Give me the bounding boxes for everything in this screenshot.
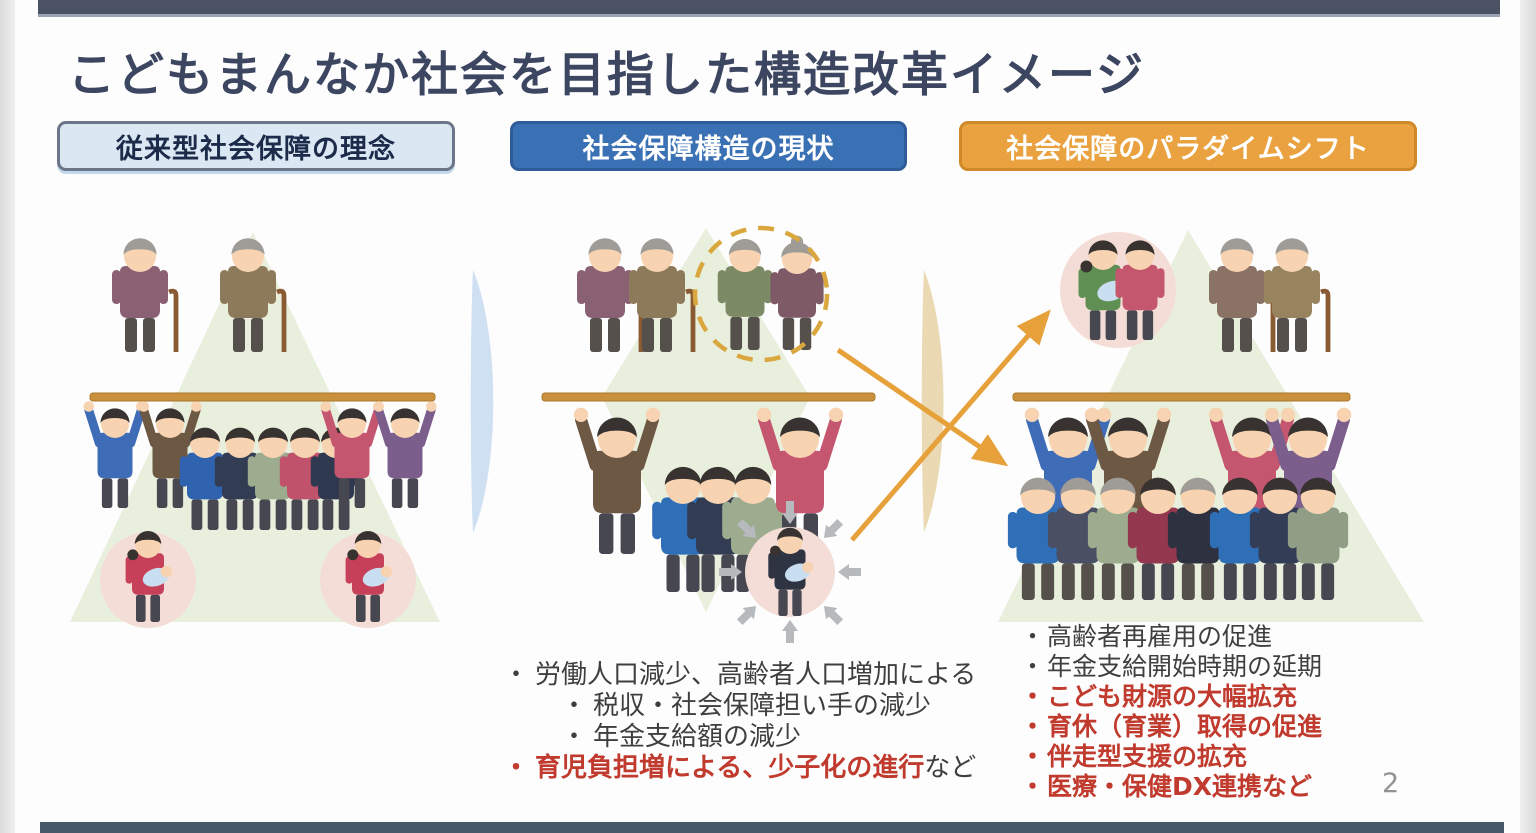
support-bar-icon xyxy=(541,392,876,402)
page-right-margin xyxy=(1520,0,1536,833)
top-accent-bar xyxy=(38,0,1500,17)
bullet-marker: ・ xyxy=(1020,622,1046,651)
page-left-margin xyxy=(0,0,15,833)
list-item-text: 税収・社会保障担い手の減少 xyxy=(593,691,932,721)
transition-chevron-blue-icon xyxy=(470,270,494,533)
elderly-couple-icon xyxy=(1209,238,1328,352)
mother-baby-icon xyxy=(100,530,416,628)
bottom-accent-bar xyxy=(40,822,1504,833)
header-traditional-social-security: 従来型社会保障の理念 xyxy=(57,121,455,171)
bullet-marker: ・ xyxy=(503,660,530,690)
pressured-mother-icon xyxy=(719,501,861,643)
list-item: ・医療・保健DX連携など xyxy=(1020,772,1440,802)
left-population-pyramid-icon xyxy=(70,232,440,628)
list-item: ・労働人口減少、高齢者人口増加による xyxy=(503,660,993,691)
page-title: こどもまんなか社会を目指した構造改革イメージ xyxy=(68,48,1146,103)
list-item: ・こども財源の大幅拡充 xyxy=(1020,682,1440,712)
list-item: ・伴走型支援の拡充 xyxy=(1020,742,1440,772)
bullet-marker: ・ xyxy=(561,722,588,752)
list-item-text: 労働人口減少、高齢者人口増加による xyxy=(535,660,977,690)
elderly-couple-icon xyxy=(112,238,284,352)
illustration-canvas xyxy=(70,225,1424,643)
list-item-text: 年金支給開始時期の延期 xyxy=(1047,652,1323,681)
list-item: ・高齢者再雇用の促進 xyxy=(1020,622,1440,652)
list-item: ・育児負担増による、少子化の進行など xyxy=(503,753,993,784)
family-with-baby-icon xyxy=(1060,232,1176,348)
list-item-text: 育休（育業）取得の促進 xyxy=(1047,712,1323,741)
list-item-text: こども財源の大幅拡充 xyxy=(1047,682,1298,711)
bullet-marker: ・ xyxy=(503,753,530,783)
shift-arrows xyxy=(836,309,1051,542)
paradigm-shift-notes: ・高齢者再雇用の促進 ・年金支給開始時期の延期 ・こども財源の大幅拡充 ・育休（… xyxy=(1020,622,1440,802)
list-item: ・年金支給開始時期の延期 xyxy=(1020,652,1440,682)
current-structure-notes: ・労働人口減少、高齢者人口増加による ・税収・社会保障担い手の減少 ・年金支給額… xyxy=(503,660,993,784)
list-item-text: 育児負担増による、少子化の進行 xyxy=(535,753,925,783)
support-bar-icon xyxy=(89,392,436,402)
bullet-marker: ・ xyxy=(1020,772,1046,801)
page-number: 2 xyxy=(1382,768,1400,799)
bullet-marker: ・ xyxy=(561,691,588,721)
middle-population-diamond-icon xyxy=(541,225,876,643)
list-item-suffix: など xyxy=(924,753,977,783)
transition-chevron-tan-icon xyxy=(921,270,944,532)
list-item: ・育休（育業）取得の促進 xyxy=(1020,712,1440,742)
list-item-text: 年金支給額の減少 xyxy=(593,722,802,752)
list-item: ・税収・社会保障担い手の減少 xyxy=(561,691,993,722)
header-paradigm-shift: 社会保障のパラダイムシフト xyxy=(959,121,1417,171)
bullet-marker: ・ xyxy=(1020,742,1046,771)
shift-arrow-mother-to-family xyxy=(850,309,1051,542)
bullet-marker: ・ xyxy=(1020,712,1046,741)
dashed-highlight-circle xyxy=(692,225,830,363)
list-item: ・年金支給額の減少 xyxy=(561,722,993,753)
list-item-text: 医療・保健DX連携など xyxy=(1047,772,1313,801)
list-item-text: 伴走型支援の拡充 xyxy=(1047,742,1248,771)
bullet-marker: ・ xyxy=(1020,652,1046,681)
list-item-text: 高齢者再雇用の促進 xyxy=(1047,622,1273,651)
support-bar-icon xyxy=(1012,392,1351,402)
header-current-structure: 社会保障構造の現状 xyxy=(510,121,907,171)
shift-arrow-elderly-to-work xyxy=(836,347,1009,467)
bullet-marker: ・ xyxy=(1020,682,1046,711)
right-population-pyramid-icon xyxy=(998,230,1424,622)
